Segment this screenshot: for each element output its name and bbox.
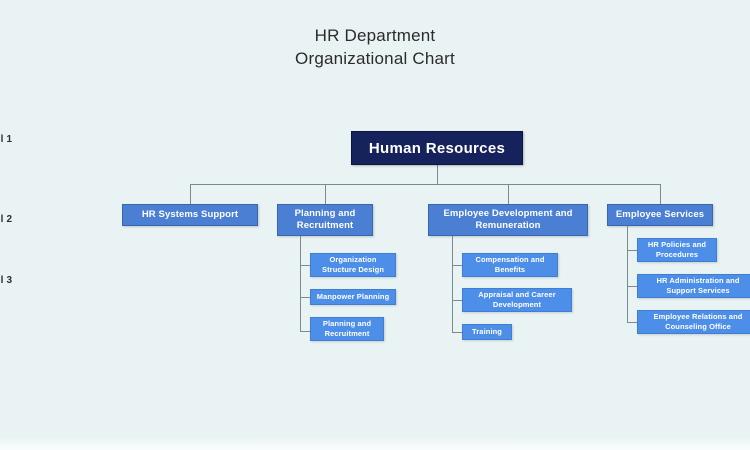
node-employee-services-label: Employee Services bbox=[615, 209, 705, 220]
node-human-resources-label: Human Resources bbox=[368, 139, 506, 157]
node-compensation-and-benefits[interactable]: Compensation and Benefits bbox=[462, 253, 558, 277]
node-hr-systems-support-label: HR Systems Support bbox=[141, 209, 239, 220]
connector-stub-hr-policies-and-procedures bbox=[627, 250, 637, 251]
node-planning-and-recruitment-child[interactable]: Planning and Recruitment bbox=[310, 317, 384, 341]
connector-stub-employee-relations-and-counseling-office bbox=[627, 322, 637, 323]
node-manpower-planning-label: Manpower Planning bbox=[316, 292, 390, 301]
connector-drop-employee-services bbox=[660, 184, 661, 204]
level-label-1: Level 1 bbox=[0, 134, 13, 145]
chart-title-line-2: Organizational Chart bbox=[295, 49, 455, 68]
connector-spine-employee-services bbox=[627, 226, 628, 322]
node-employee-development-and-remuneration-label: Employee Development and Remuneration bbox=[443, 208, 573, 231]
connector-stub-manpower-planning bbox=[300, 297, 310, 298]
node-employee-development-and-remuneration[interactable]: Employee Development and Remuneration bbox=[428, 204, 588, 236]
bottom-edge-fade bbox=[0, 436, 750, 450]
node-hr-systems-support[interactable]: HR Systems Support bbox=[122, 204, 258, 226]
level-label-2: Level 2 bbox=[0, 214, 13, 225]
node-hr-policies-and-procedures[interactable]: HR Policies and Procedures bbox=[637, 238, 717, 262]
connector-spine-planning-and-recruitment bbox=[300, 236, 301, 332]
connector-drop-employee-development bbox=[508, 184, 509, 204]
node-planning-and-recruitment-label: Planning and Recruitment bbox=[294, 208, 356, 231]
node-employee-relations-and-counseling-office-label: Employee Relations and Counseling Office bbox=[653, 312, 743, 331]
connector-drop-planning-and-recruitment bbox=[325, 184, 326, 204]
node-hr-policies-and-procedures-label: HR Policies and Procedures bbox=[647, 240, 707, 259]
node-hr-administration-and-support-services-label: HR Administration and Support Services bbox=[656, 276, 740, 295]
node-planning-and-recruitment[interactable]: Planning and Recruitment bbox=[277, 204, 373, 236]
node-training-label: Training bbox=[472, 327, 502, 336]
node-compensation-and-benefits-label: Compensation and Benefits bbox=[475, 255, 545, 274]
node-employee-services[interactable]: Employee Services bbox=[607, 204, 713, 226]
connector-drop-hr-systems-support bbox=[190, 184, 191, 204]
node-human-resources[interactable]: Human Resources bbox=[351, 131, 523, 165]
node-training[interactable]: Training bbox=[462, 324, 512, 340]
connector-stub-compensation-and-benefits bbox=[452, 265, 462, 266]
connector-root-stem bbox=[437, 165, 438, 184]
node-appraisal-and-career-development[interactable]: Appraisal and Career Development bbox=[462, 288, 572, 312]
level-label-3: Level 3 bbox=[0, 275, 13, 286]
node-organization-structure-design[interactable]: Organization Structure Design bbox=[310, 253, 396, 277]
node-hr-administration-and-support-services[interactable]: HR Administration and Support Services bbox=[637, 274, 750, 298]
connector-spine-employee-development bbox=[452, 236, 453, 332]
node-planning-and-recruitment-child-label: Planning and Recruitment bbox=[322, 319, 372, 338]
node-manpower-planning[interactable]: Manpower Planning bbox=[310, 289, 396, 305]
connector-stub-hr-administration-and-support-services bbox=[627, 286, 637, 287]
connector-stub-appraisal-and-career-development bbox=[452, 300, 462, 301]
connector-stub-planning-and-recruitment-child bbox=[300, 331, 310, 332]
node-organization-structure-design-label: Organization Structure Design bbox=[321, 255, 385, 274]
connector-level2-bus bbox=[190, 184, 660, 185]
chart-title-line-1: HR Department bbox=[314, 26, 436, 45]
node-employee-relations-and-counseling-office[interactable]: Employee Relations and Counseling Office bbox=[637, 310, 750, 334]
connector-stub-organization-structure-design bbox=[300, 265, 310, 266]
connector-stub-training bbox=[452, 332, 462, 333]
node-appraisal-and-career-development-label: Appraisal and Career Development bbox=[478, 290, 556, 309]
chart-title: HR Department Organizational Chart bbox=[0, 24, 750, 70]
